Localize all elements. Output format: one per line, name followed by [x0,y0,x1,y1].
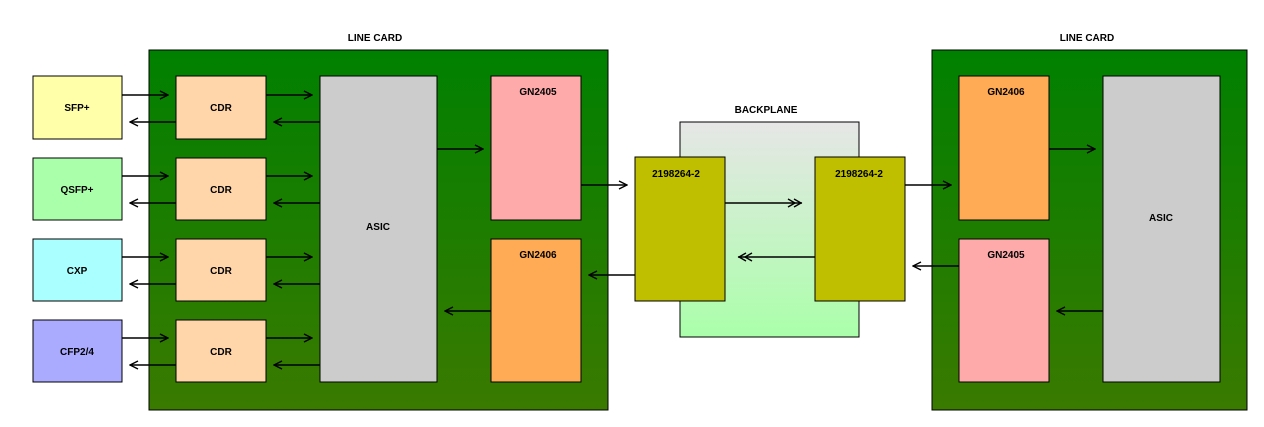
port-cxp [32,238,123,302]
cdr-2 [175,157,267,221]
cdr-4 [175,319,267,383]
right-asic-label: ASIC [1149,213,1173,224]
left-connector [634,156,726,302]
port-sfp [32,75,123,140]
right-line-card: LINE CARD GN2406 GN2405 ASIC [905,33,1248,411]
port-cfp-label: CFP2/4 [60,347,94,358]
gn-connector-arrows [581,185,635,275]
backplane-title: BACKPLANE [735,105,798,116]
left-connector-label: 2198264-2 [652,169,700,180]
backplane-arrows [725,198,815,262]
port-qsfp [32,157,123,221]
cdr-3-label: CDR [210,266,232,277]
left-line-card: LINE CARD SFP+ QSFP+ CXP CFP2/4 CDR CDR … [32,33,635,411]
left-gn2405-label: GN2405 [519,87,557,98]
backplane: BACKPLANE 2198264-2 2198264-2 [634,105,906,338]
cdr-2-label: CDR [210,185,232,196]
right-connector [814,156,906,302]
right-card-arrows [905,149,1103,311]
cdr-1-label: CDR [210,103,232,114]
left-asic-label: ASIC [366,222,390,233]
right-connector-label: 2198264-2 [835,169,883,180]
left-asic [319,75,438,383]
cdr-3 [175,238,267,302]
left-gn2406 [490,238,582,383]
port-qsfp-label: QSFP+ [60,185,93,196]
cdr-asic-arrows [266,95,320,365]
asic-gn-arrows [437,149,491,311]
left-gn2405 [490,75,582,221]
right-gn2405 [958,238,1050,383]
right-gn2406 [958,75,1050,221]
left-gn2406-label: GN2406 [519,250,557,261]
port-cdr-arrows [122,95,176,365]
right-card-title: LINE CARD [1060,33,1114,44]
left-card-title: LINE CARD [348,33,402,44]
right-asic [1102,75,1221,383]
port-cfp [32,319,123,383]
port-cxp-label: CXP [67,266,88,277]
port-sfp-label: SFP+ [64,103,89,114]
cdr-1 [175,75,267,140]
right-gn2406-label: GN2406 [987,87,1025,98]
cdr-4-label: CDR [210,347,232,358]
right-gn2405-label: GN2405 [987,250,1025,261]
